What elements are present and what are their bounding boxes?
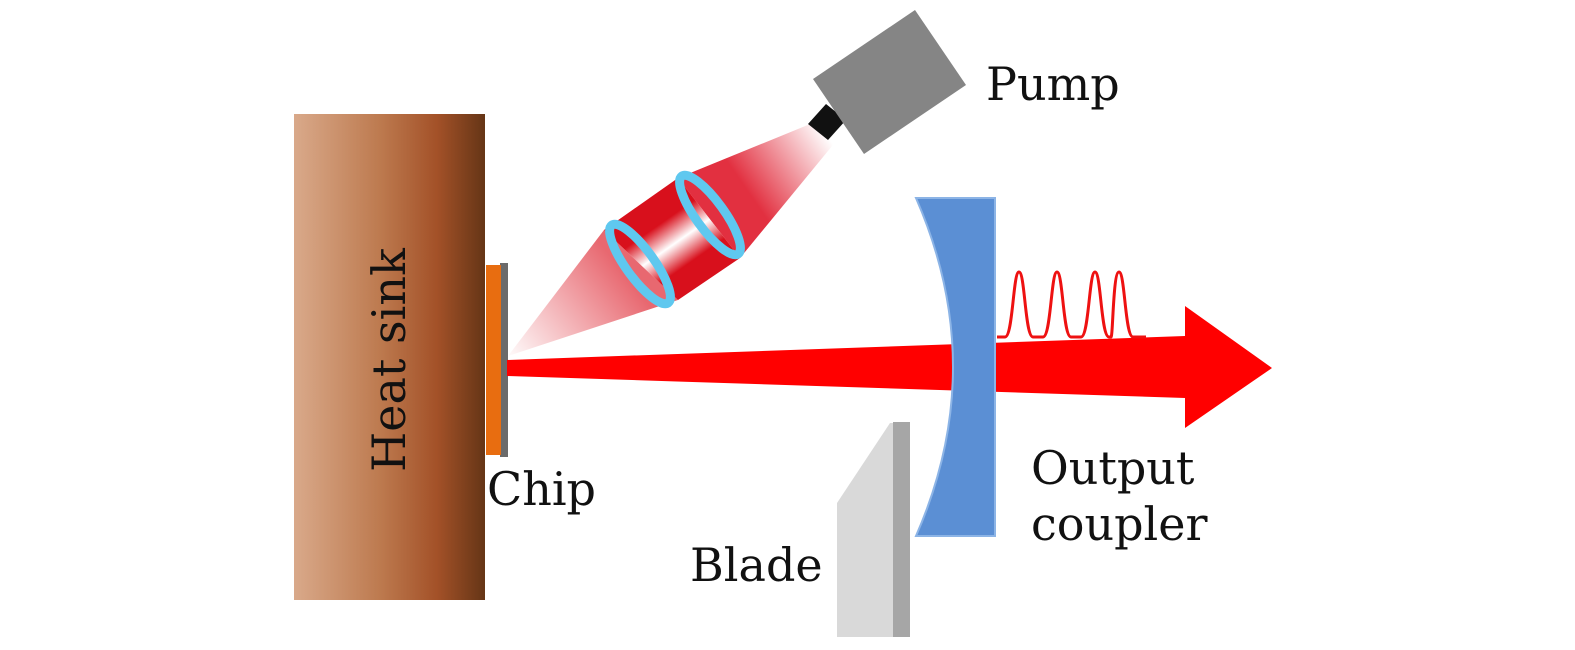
pump-beam-cone-upper bbox=[678, 120, 837, 258]
chip bbox=[486, 265, 501, 455]
pump-beam-cone-lower bbox=[508, 230, 678, 356]
chip-label: Chip bbox=[487, 462, 596, 516]
blade-edge bbox=[893, 422, 910, 637]
pump-body bbox=[813, 10, 966, 154]
pump-beam-collimated bbox=[604, 178, 740, 300]
blade-label: Blade bbox=[690, 538, 823, 592]
heat-sink-label: Heat sink bbox=[362, 247, 416, 472]
pulse-train bbox=[997, 270, 1146, 339]
output-coupler-mirror bbox=[914, 197, 996, 537]
blade-body bbox=[837, 423, 894, 637]
output-coupler-label-line2: coupler bbox=[1031, 497, 1207, 551]
pump-label: Pump bbox=[986, 57, 1120, 111]
chip-backing bbox=[500, 263, 508, 457]
output-coupler-label-line1: Output bbox=[1031, 441, 1195, 495]
lens-2 bbox=[675, 170, 745, 260]
lens-1 bbox=[605, 219, 675, 309]
heat-sink-block bbox=[294, 114, 485, 600]
laser-beam bbox=[507, 306, 1272, 428]
